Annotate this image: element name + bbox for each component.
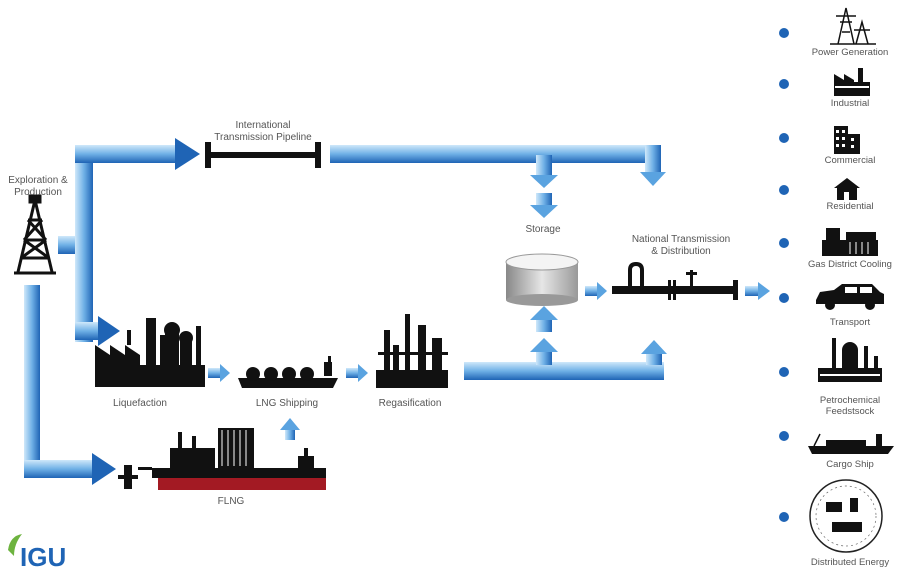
bullet-dot bbox=[779, 512, 789, 522]
flow-arrowhead bbox=[758, 282, 770, 300]
end-use-label-distributed-energy: Distributed Energy bbox=[810, 557, 890, 568]
end-use-label-industrial: Industrial bbox=[830, 98, 870, 109]
national-transmission-icon bbox=[612, 262, 738, 300]
igu-logo bbox=[8, 534, 22, 556]
end-use-label-residential: Residential bbox=[826, 201, 874, 212]
regasification-label: Regasification bbox=[378, 398, 442, 409]
flow-arrowhead bbox=[358, 364, 368, 382]
bullet-dot bbox=[779, 367, 789, 377]
cooling-plant-icon bbox=[822, 228, 878, 256]
flow-pipe bbox=[24, 460, 94, 478]
flow-pipe bbox=[24, 285, 40, 475]
flng-vessel-icon bbox=[118, 428, 326, 490]
international-pipeline-icon bbox=[205, 142, 321, 168]
end-use-label-petrochemical: Petrochemical Feedstsock bbox=[819, 395, 881, 417]
mooring-buoy-icon bbox=[118, 465, 152, 489]
flow-pipe bbox=[645, 145, 661, 175]
flow-pipe bbox=[75, 145, 175, 163]
car-icon bbox=[816, 284, 884, 310]
lng-ship-icon bbox=[238, 356, 338, 388]
liquefaction-label: Liquefaction bbox=[113, 398, 167, 409]
distributed-energy-icon bbox=[809, 479, 883, 553]
flow-arrowhead bbox=[597, 282, 607, 300]
national-transmission-label: National Transmission & Distribution bbox=[631, 234, 731, 257]
exploration-label: Exploration & Production bbox=[8, 175, 68, 198]
factory-icon bbox=[834, 68, 870, 96]
bullet-dot bbox=[779, 293, 789, 303]
international-pipeline-label: International Transmission Pipeline bbox=[214, 120, 312, 143]
flow-pipe bbox=[330, 145, 660, 163]
flow-arrowhead bbox=[280, 418, 300, 430]
flow-arrowhead bbox=[641, 340, 667, 354]
flng-label: FLNG bbox=[217, 496, 245, 507]
end-use-label-cooling: Gas District Cooling bbox=[808, 259, 892, 270]
flow-pipe bbox=[536, 155, 552, 177]
flow-arrowhead bbox=[175, 138, 200, 170]
flow-pipe bbox=[464, 362, 664, 380]
oil-derrick-icon bbox=[14, 194, 56, 275]
end-use-bullets bbox=[779, 28, 789, 522]
end-use-label-transport: Transport bbox=[829, 317, 871, 328]
end-use-label-cargo-ship: Cargo Ship bbox=[826, 459, 874, 470]
storage-tank-icon bbox=[505, 253, 579, 306]
flow-arrowhead bbox=[530, 175, 558, 188]
bullet-dot bbox=[779, 133, 789, 143]
liquefaction-plant-icon bbox=[95, 318, 205, 387]
bullet-dot bbox=[779, 431, 789, 441]
end-use-label-power: Power Generation bbox=[811, 47, 889, 58]
flow-pipe bbox=[75, 145, 93, 342]
flow-arrowhead bbox=[92, 453, 116, 485]
regasification-plant-icon bbox=[376, 314, 448, 388]
flow-arrowhead bbox=[98, 316, 120, 346]
bullet-dot bbox=[779, 185, 789, 195]
office-building-icon bbox=[834, 126, 860, 154]
flow-arrowhead bbox=[530, 338, 558, 352]
flow-arrowhead bbox=[530, 205, 558, 218]
flow-arrowhead bbox=[640, 172, 666, 186]
house-icon bbox=[834, 178, 860, 200]
cargo-ship-icon bbox=[808, 433, 894, 454]
flow-arrows bbox=[24, 138, 770, 485]
flow-pipe bbox=[75, 322, 100, 340]
power-pylon-icon bbox=[830, 7, 876, 45]
bullet-dot bbox=[779, 28, 789, 38]
end-use-label-commercial: Commercial bbox=[824, 155, 876, 166]
igu-logo-text: IGU bbox=[20, 542, 67, 572]
petrochemical-plant-icon bbox=[818, 338, 882, 382]
bullet-dot bbox=[779, 79, 789, 89]
bullet-dot bbox=[779, 238, 789, 248]
lng-shipping-label: LNG Shipping bbox=[255, 398, 319, 409]
flow-arrowhead bbox=[530, 306, 558, 320]
flow-arrowhead bbox=[220, 364, 230, 382]
storage-label: Storage bbox=[525, 224, 561, 235]
